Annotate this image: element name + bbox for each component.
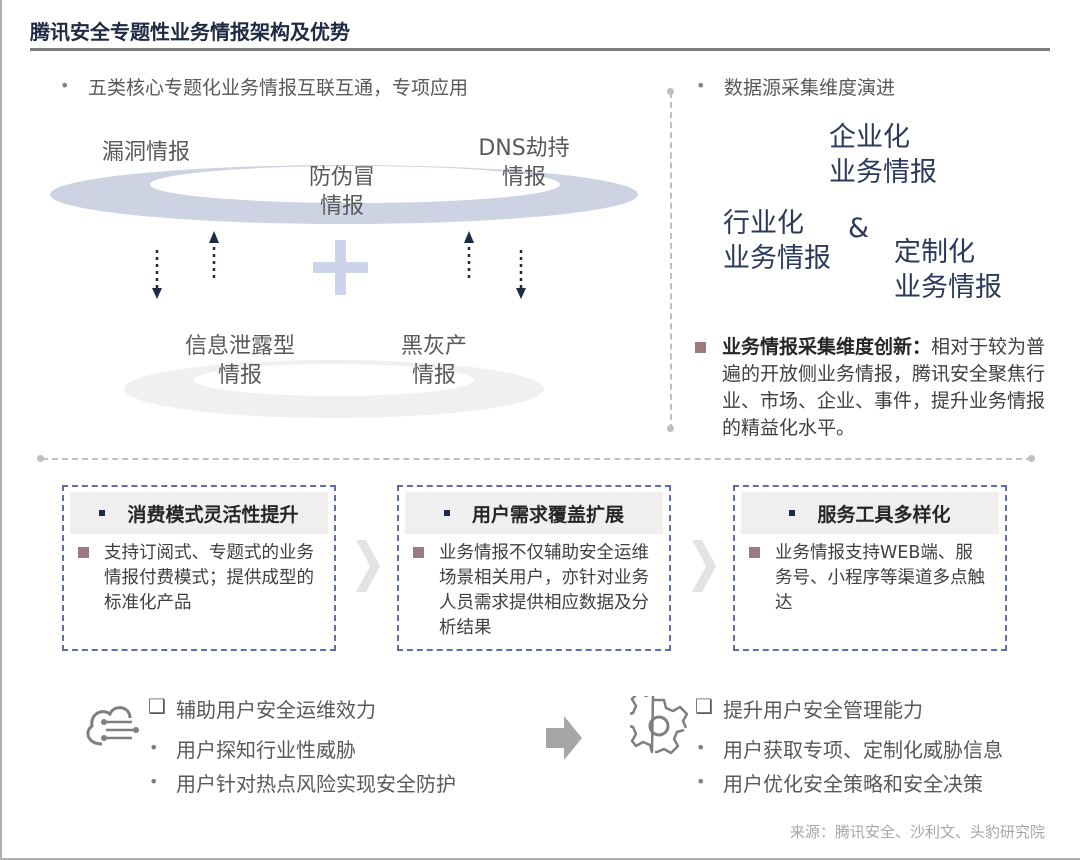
cloud-network-icon xyxy=(86,706,139,746)
divider-dot xyxy=(667,425,674,432)
bottom-ring-inner xyxy=(194,364,474,396)
plus-icon-bar xyxy=(313,262,368,273)
label-blackgray-line1: 黑灰产 xyxy=(400,334,467,359)
box-header: 服务工具多样化 xyxy=(741,492,999,534)
label-leak-line1: 信息泄露型 xyxy=(184,334,295,359)
square-bullet-icon xyxy=(789,510,796,516)
label-blackgray-line2: 情报 xyxy=(411,363,456,388)
bottom-right-title: 提升用户安全管理能力 xyxy=(723,698,923,722)
divider-dot xyxy=(1028,455,1035,462)
industry-line2: 业务情报 xyxy=(723,243,831,274)
square-bullet-icon xyxy=(695,342,706,353)
left-heading: 五类核心专题化业务情报互联互通，专项应用 xyxy=(88,77,469,99)
enterprise-line1: 企业化 xyxy=(829,122,910,153)
label-dns-line2: 情报 xyxy=(501,165,546,190)
label-dns: DNS劫持 情报 xyxy=(462,134,586,192)
bottom-left-item: 用户探知行业性威胁 xyxy=(176,738,356,762)
box-text: 支持订阅式、专题式的业务情报付费模式；提供成型的标准化产品 xyxy=(104,543,314,613)
label-dns-line1: DNS劫持 xyxy=(478,136,570,161)
checkbox-icon: ❑ xyxy=(695,694,713,718)
divider-dot xyxy=(667,88,674,95)
top-ring-inner xyxy=(150,166,560,203)
label-anti-fake-line1: 防伪冒 xyxy=(308,165,375,190)
custom-intel: 定制化 业务情报 xyxy=(894,235,1002,305)
industry-line1: 行业化 xyxy=(723,208,804,239)
bottom-right-item: 用户优化安全策略和安全决策 xyxy=(723,772,983,796)
square-bullet-icon xyxy=(443,510,450,516)
horizontal-divider xyxy=(42,458,1032,460)
source-note: 来源：腾讯安全、沙利文、头豹研究院 xyxy=(789,823,1045,841)
label-leak: 信息泄露型 情报 xyxy=(170,332,310,390)
box-text: 业务情报支持WEB端、服务号、小程序等渠道多点触达 xyxy=(775,543,985,613)
bullet-icon: • xyxy=(149,772,159,791)
square-bullet-icon xyxy=(78,547,89,558)
gear-icon xyxy=(630,696,688,754)
flow-arrows xyxy=(152,231,526,299)
right-heading: 数据源采集维度演进 xyxy=(724,77,896,99)
arrowhead-down-icon xyxy=(516,288,526,299)
box-header: 用户需求覆盖扩展 xyxy=(405,492,663,534)
box-text: 业务情报不仅辅助安全运维场景相关用户，亦针对业务人员需求提供相应数据及分析结果 xyxy=(439,543,649,638)
label-blackgray: 黑灰产 情报 xyxy=(384,332,484,390)
title-underline xyxy=(30,48,1050,51)
bottom-right-item: 用户获取专项、定制化威胁信息 xyxy=(723,738,1003,762)
innovation-paragraph: 业务情报采集维度创新：相对于较为普遍的开放侧业务情报，腾讯安全聚焦行业、市场、企… xyxy=(722,334,1047,442)
label-vuln: 漏洞情报 xyxy=(102,140,191,165)
feature-box-tools: 服务工具多样化 业务情报支持WEB端、服务号、小程序等渠道多点触达 xyxy=(733,485,1007,651)
square-bullet-icon xyxy=(749,547,760,558)
industry-intel: 行业化 业务情报 xyxy=(723,206,831,276)
square-bullet-icon xyxy=(413,547,424,558)
box-title: 用户需求覆盖扩展 xyxy=(471,503,624,526)
page-title: 腾讯安全专题性业务情报架构及优势 xyxy=(30,20,350,44)
chevron-right-icon xyxy=(692,540,716,592)
bullet-icon: • xyxy=(696,738,706,757)
bullet-icon: • xyxy=(696,76,706,95)
label-leak-line2: 情报 xyxy=(217,363,262,388)
bottom-left-item: 用户针对热点风险实现安全防护 xyxy=(176,772,456,796)
checkbox-icon: ❑ xyxy=(148,694,166,718)
innovation-bold: 业务情报采集维度创新： xyxy=(722,336,932,358)
arrow-right-icon xyxy=(546,716,582,760)
feature-box-consumption: 消费模式灵活性提升 支持订阅式、专题式的业务情报付费模式；提供成型的标准化产品 xyxy=(62,485,336,651)
enterprise-line2: 业务情报 xyxy=(829,157,937,188)
feature-box-demand: 用户需求覆盖扩展 业务情报不仅辅助安全运维场景相关用户，亦针对业务人员需求提供相… xyxy=(397,485,671,651)
bullet-icon: • xyxy=(149,738,159,757)
bottom-left-title: 辅助用户安全运维效力 xyxy=(176,698,376,722)
ampersand: & xyxy=(848,213,870,244)
label-anti-fake-line2: 情报 xyxy=(319,194,364,219)
arrowhead-up-icon xyxy=(464,231,474,243)
square-bullet-icon xyxy=(99,510,106,516)
enterprise-intel: 企业化 业务情报 xyxy=(829,120,937,190)
custom-line2: 业务情报 xyxy=(894,272,1002,303)
vertical-divider xyxy=(670,92,672,430)
box-header: 消费模式灵活性提升 xyxy=(70,492,328,534)
arrowhead-down-icon xyxy=(152,288,162,299)
chevron-right-icon xyxy=(356,540,380,592)
innovation-text: 相对于较为普遍的开放侧业务情报，腾讯安全聚焦行业、市场、企业、事件，提升业务情报… xyxy=(722,336,1046,439)
label-anti-fake: 防伪冒 情报 xyxy=(292,163,392,221)
divider-dot xyxy=(37,455,44,462)
bullet-icon: • xyxy=(696,772,706,791)
bullet-icon: • xyxy=(60,76,70,95)
custom-line1: 定制化 xyxy=(894,237,975,268)
box-title: 消费模式灵活性提升 xyxy=(127,503,299,526)
arrowhead-up-icon xyxy=(209,231,219,243)
box-title: 服务工具多样化 xyxy=(817,503,951,526)
